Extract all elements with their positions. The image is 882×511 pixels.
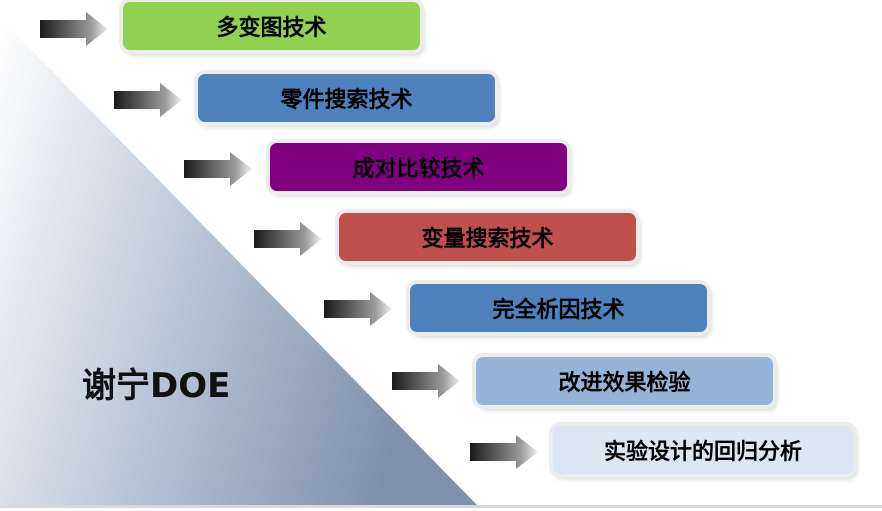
step-box-7: 实验设计的回归分析: [553, 426, 853, 474]
arrow-right-icon: [324, 292, 392, 326]
arrow-right-icon: [392, 364, 460, 398]
step-box-1: 多变图技术: [123, 2, 420, 50]
step-label: 完全析因技术: [492, 298, 625, 323]
step-box-2: 零件搜索技术: [198, 74, 495, 122]
step-label: 成对比较技术: [352, 157, 485, 182]
bottom-divider: [0, 505, 882, 508]
arrow-right-icon: [114, 83, 182, 117]
step-label: 变量搜索技术: [421, 227, 554, 252]
step-label: 实验设计的回归分析: [603, 440, 802, 465]
step-label: 改进效果检验: [558, 371, 691, 396]
step-label: 零件搜索技术: [280, 88, 413, 113]
step-box-6: 改进效果检验: [476, 357, 773, 405]
arrow-right-icon: [184, 152, 252, 186]
diagram-title: 谢宁DOE: [82, 366, 231, 406]
step-box-4: 变量搜索技术: [339, 213, 636, 261]
step-box-5: 完全析因技术: [410, 284, 707, 332]
step-box-3: 成对比较技术: [270, 143, 567, 191]
step-label: 多变图技术: [216, 16, 327, 41]
arrow-right-icon: [470, 435, 538, 469]
arrow-right-icon: [254, 222, 322, 256]
arrow-right-icon: [40, 12, 108, 46]
